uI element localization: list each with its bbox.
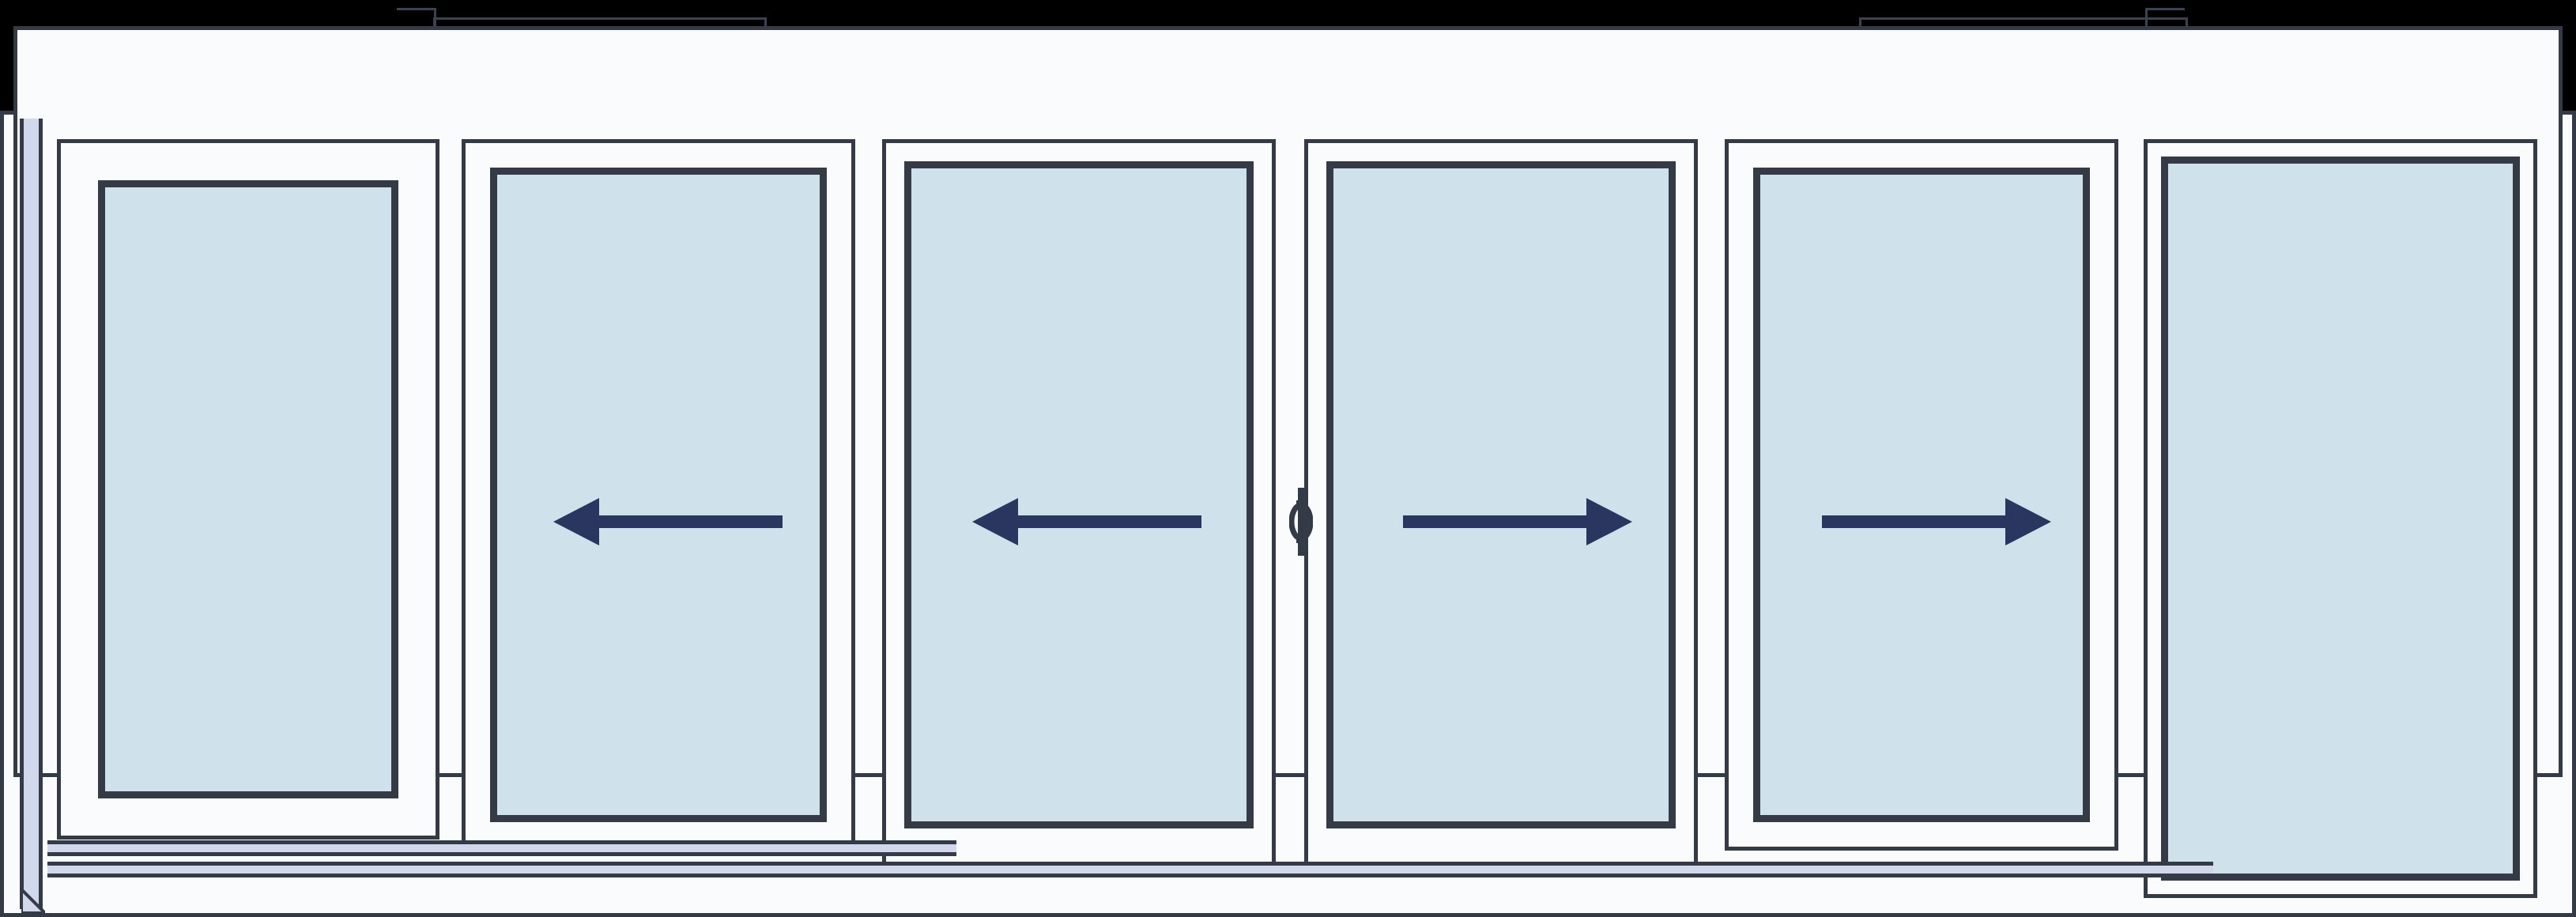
handle-icon (1288, 488, 1314, 556)
bottom-rail-left (47, 840, 956, 856)
glass-panel-1 (98, 180, 398, 798)
door-handle[interactable] (1288, 488, 1314, 556)
glass-panel-5 (1753, 168, 2090, 822)
jamb-bevel-corner (20, 885, 49, 915)
glass-panel-3 (904, 161, 1254, 828)
bevel-icon (20, 885, 49, 915)
glass-panel-4 (1326, 161, 1676, 828)
glass-panel-6 (2161, 157, 2520, 881)
glass-panel-2 (490, 168, 827, 822)
left-side-jamb (20, 119, 43, 909)
bottom-rail-right (47, 862, 2213, 877)
